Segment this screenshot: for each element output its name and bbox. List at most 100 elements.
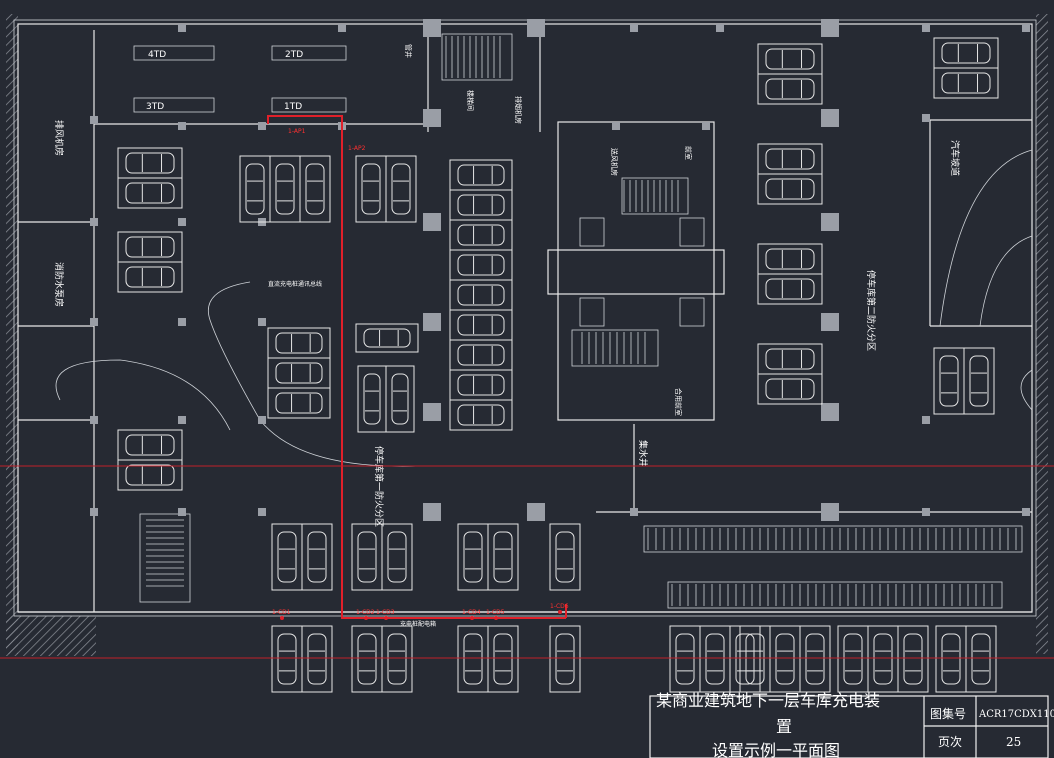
parking-stall [965, 625, 997, 693]
circuit-node-marker [494, 616, 498, 620]
room-4td-label: 4TD [148, 50, 166, 60]
structural-column [630, 508, 638, 516]
stair-room-tag: 排烟机房 [514, 96, 523, 124]
stair-room-tag: 楼梯间 [466, 90, 475, 111]
structural-column [821, 19, 839, 37]
stair-room-tag: 送风机房 [610, 148, 619, 176]
structural-column [258, 122, 266, 130]
parking-stall [357, 365, 387, 433]
parking-stall [769, 625, 801, 693]
structural-column [821, 313, 839, 331]
ramp-room-label: 汽车坡道 [949, 140, 961, 176]
stair-room-tag: 管井 [404, 44, 413, 58]
circuit-node-marker [558, 610, 562, 614]
parking-stall [757, 343, 823, 375]
parking-stall [381, 625, 413, 693]
structural-column [338, 24, 346, 32]
parking-stall [549, 625, 581, 693]
outer-wall [6, 14, 1048, 656]
structural-column [821, 213, 839, 231]
room-2td-label: 2TD [285, 50, 303, 60]
page-label: 页次 [938, 735, 962, 749]
parking-stall [457, 523, 489, 591]
title-line-2: 置 [776, 717, 792, 736]
structural-column [423, 503, 441, 521]
circuit-node-marker [384, 616, 388, 620]
zone-2-label: 停车库第二防火分区 [865, 270, 877, 351]
parking-stall [271, 625, 303, 693]
parking-stall [267, 387, 331, 419]
structural-column [922, 508, 930, 516]
plenum-label: 排风机房 [53, 120, 65, 156]
parking-stall [385, 155, 417, 223]
parking-stall [897, 625, 929, 693]
parking-stall [669, 625, 701, 693]
room-1td-label: 1TD [284, 102, 302, 112]
ramp-slots [643, 525, 1023, 609]
parking-stall [355, 323, 419, 353]
atlas-code: ACR17CDX1101 [978, 709, 1054, 720]
parking-stall [117, 459, 183, 491]
structural-column [821, 109, 839, 127]
parking-stall [963, 347, 995, 415]
circuit-node-marker [364, 616, 368, 620]
structural-column [423, 213, 441, 231]
parking-stall [351, 625, 383, 693]
parking-stall [457, 625, 489, 693]
circuit-node-marker [280, 616, 284, 620]
parking-stall [935, 625, 967, 693]
parking-stalls [117, 37, 999, 693]
room-3td-label: 3TD [146, 102, 164, 112]
parking-stall [757, 243, 823, 275]
stair-elevator-core [139, 33, 725, 603]
parking-stall [267, 327, 331, 359]
parking-stall [449, 249, 513, 281]
circuit-node-label: 1-CD3 [376, 609, 395, 616]
parking-stall [757, 373, 823, 405]
parking-stall [269, 155, 301, 223]
parking-stall [549, 523, 581, 591]
structural-column [922, 114, 930, 122]
structural-column [423, 403, 441, 421]
circuit-node-label: 1-CD1 [272, 609, 291, 616]
td-room-blocks [133, 45, 347, 113]
title-line-3: 设置示例一平面图 [712, 741, 840, 758]
shaft-label: 集水井 [637, 440, 649, 467]
parking-stall [301, 625, 333, 693]
parking-stall [933, 67, 999, 99]
parking-stall [351, 523, 383, 591]
title-line-1: 某商业建筑地下一层车库充电装 [656, 691, 880, 710]
parking-stall [117, 261, 183, 293]
parking-stall [729, 625, 761, 693]
page-number: 25 [1006, 735, 1021, 749]
structural-column [258, 416, 266, 424]
parking-stall [449, 369, 513, 401]
structural-column [90, 318, 98, 326]
structural-column [922, 416, 930, 424]
structural-column [527, 19, 545, 37]
structural-column [630, 24, 638, 32]
parking-stall [699, 625, 731, 693]
parking-stall [117, 147, 183, 179]
parking-stall [381, 523, 413, 591]
structural-column [90, 116, 98, 124]
structural-column [178, 416, 186, 424]
parking-stall [933, 347, 965, 415]
structural-column [258, 318, 266, 326]
structural-column [423, 109, 441, 127]
parking-stall [487, 523, 519, 591]
structural-column [178, 122, 186, 130]
structural-column [922, 24, 930, 32]
fire-pump-label: 消防水泵房 [53, 262, 65, 307]
circuit-node-label: 1-CD4 [462, 609, 481, 616]
ramp-hatch [647, 528, 1017, 606]
structural-column [90, 218, 98, 226]
parking-stall [933, 37, 999, 69]
atlas-label: 图集号 [930, 706, 966, 721]
parking-stall [739, 625, 771, 693]
structural-column [178, 24, 186, 32]
parking-stall [449, 399, 513, 431]
stair-room-tag: 合用前室 [674, 388, 683, 416]
